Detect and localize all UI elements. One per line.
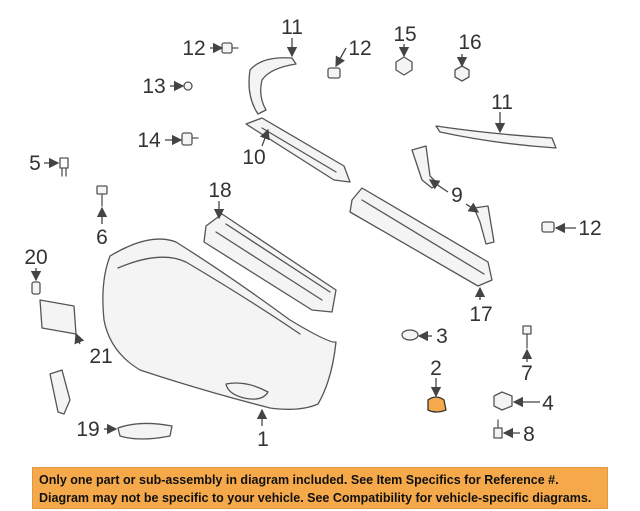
disclaimer-line-1: Only one part or sub-assembly in diagram…	[39, 473, 559, 487]
bolt-12-top-middle	[327, 67, 341, 79]
disclaimer-line-2: Diagram may not be specific to your vehi…	[39, 491, 592, 505]
clip-13	[183, 81, 193, 91]
fog-trim-19	[49, 369, 173, 440]
bolt-6	[96, 185, 108, 207]
bumper-cover-1	[102, 238, 337, 410]
disclaimer-banner: Only one part or sub-assembly in diagram…	[32, 467, 608, 509]
callout-21: 21	[89, 345, 112, 368]
callout-16: 16	[458, 31, 481, 54]
clip-5	[59, 157, 69, 177]
callout-12-c: 12	[578, 217, 601, 240]
callout-18: 18	[208, 179, 231, 202]
callout-9: 9	[451, 184, 463, 207]
bolt-7	[522, 325, 532, 349]
callout-10: 10	[242, 146, 265, 169]
callout-1: 1	[257, 428, 269, 451]
clip-16	[454, 65, 470, 82]
callout-20: 20	[24, 246, 47, 269]
callout-8: 8	[523, 423, 535, 446]
nut-4	[493, 391, 513, 411]
license-bracket-21	[39, 299, 77, 335]
bolt-12-top-left	[221, 42, 239, 54]
callout-11-b: 11	[491, 91, 513, 114]
callout-numbers: 12 11 12 15 16 13 11 14 10 5 9 6 18 12 2…	[24, 16, 601, 451]
bracket-11-right	[435, 125, 557, 149]
bolt-14	[181, 132, 199, 146]
clip-2-highlighted	[427, 396, 447, 413]
reinforcement-17	[349, 187, 493, 287]
callout-12-b: 12	[348, 37, 371, 60]
bolt-12-right	[541, 221, 555, 233]
parts-diagram: 12 11 12 15 16 13 11 14 10 5 9 6 18 12 2…	[24, 16, 601, 451]
callout-4: 4	[542, 392, 554, 415]
bolt-8	[493, 419, 503, 439]
retainer-10	[245, 117, 351, 183]
callout-11-a: 11	[281, 16, 303, 39]
clip-20	[31, 281, 41, 295]
callout-19: 19	[76, 418, 99, 441]
callout-2: 2	[430, 357, 442, 380]
clip-3	[401, 329, 419, 341]
callout-6: 6	[96, 226, 108, 249]
bracket-11-left	[248, 57, 297, 115]
callout-5: 5	[29, 152, 41, 175]
callout-17: 17	[469, 303, 492, 326]
callout-7: 7	[521, 362, 533, 385]
nut-15	[395, 56, 413, 76]
callout-3: 3	[436, 325, 448, 348]
callout-14: 14	[137, 129, 161, 152]
leader-lines	[30, 38, 576, 439]
callout-12-a: 12	[182, 37, 205, 60]
callout-15: 15	[393, 23, 416, 46]
callout-13: 13	[142, 75, 165, 98]
